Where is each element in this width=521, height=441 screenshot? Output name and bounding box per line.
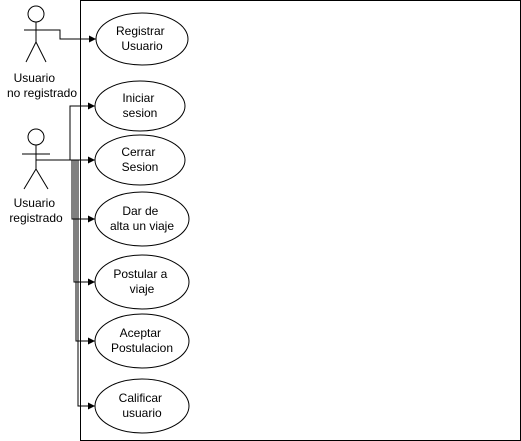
- stick-figure-icon: [24, 5, 48, 63]
- use-case-cerrar-sesion: Cerrar Sesion: [94, 134, 186, 186]
- svg-text:Postular a viaje: Postular a viaje: [113, 267, 170, 296]
- use-case-aceptar-postulacion: Aceptar Postulacion: [94, 313, 190, 369]
- association-registrado-calificar: [36, 159, 95, 410]
- svg-text:Aceptar Postulacion: Aceptar Postulacion: [111, 326, 173, 355]
- use-case-dar-de-alta-un-viaje: Dar de alta un viaje: [94, 191, 190, 247]
- use-case-calificar-usuario: Calificar usuario: [94, 378, 190, 434]
- svg-text:Iniciar sesion: Iniciar sesion: [122, 91, 157, 120]
- svg-text:Registrar Usuario: Registrar Usuario: [116, 24, 168, 53]
- actor-usuario-no-registrado: Usuario no registrado: [7, 5, 77, 100]
- svg-text:Calificar usuario: Calificar usuario: [119, 391, 166, 420]
- stick-figure-icon: [22, 128, 50, 190]
- svg-text:Dar de alta un viaje: Dar de alta un viaje: [110, 204, 174, 233]
- use-case-postular-a-viaje: Postular a viaje: [94, 254, 190, 310]
- actor-label: Usuario registrado: [9, 196, 63, 225]
- use-case-registrar-usuario: Registrar Usuario: [95, 12, 189, 66]
- svg-text:Cerrar Sesion: Cerrar Sesion: [121, 145, 158, 174]
- actor-label: Usuario no registrado: [7, 71, 77, 100]
- use-case-iniciar-sesion: Iniciar sesion: [94, 80, 186, 132]
- actor-usuario-registrado: Usuario registrado: [9, 128, 63, 225]
